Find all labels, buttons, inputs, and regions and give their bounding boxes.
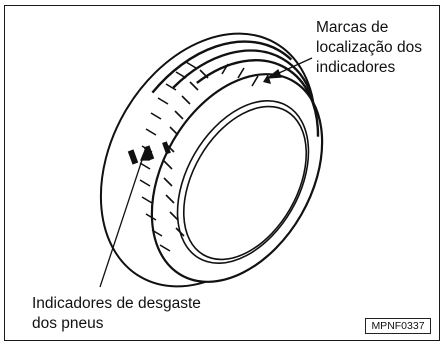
tread-sipes: [139, 61, 259, 252]
locator-mark-icon: [263, 74, 271, 84]
callout-wear-line-2: dos pneus: [32, 315, 104, 332]
tire-sidewall: [150, 73, 324, 283]
tread-grooves: [110, 40, 320, 286]
callout-wear-line-1: Indicadores de desgaste: [32, 295, 201, 312]
figure-frame: [4, 5, 440, 341]
leader-line-locator-marks: [265, 57, 313, 79]
figure-code-label: MPNF0337: [365, 318, 431, 334]
callout-wear-indicators: Indicadores de desgaste dos pneus: [32, 294, 201, 334]
wheel-rim: [176, 100, 310, 264]
callout-locator-line-2: localização dos: [316, 39, 422, 56]
leader-line-wear-indicators: [99, 145, 150, 288]
callout-locator-marks: Marcas de localização dos indicadores: [316, 18, 422, 78]
callout-locator-line-3: indicadores: [316, 59, 396, 76]
callout-locator-line-1: Marcas de: [316, 19, 389, 36]
